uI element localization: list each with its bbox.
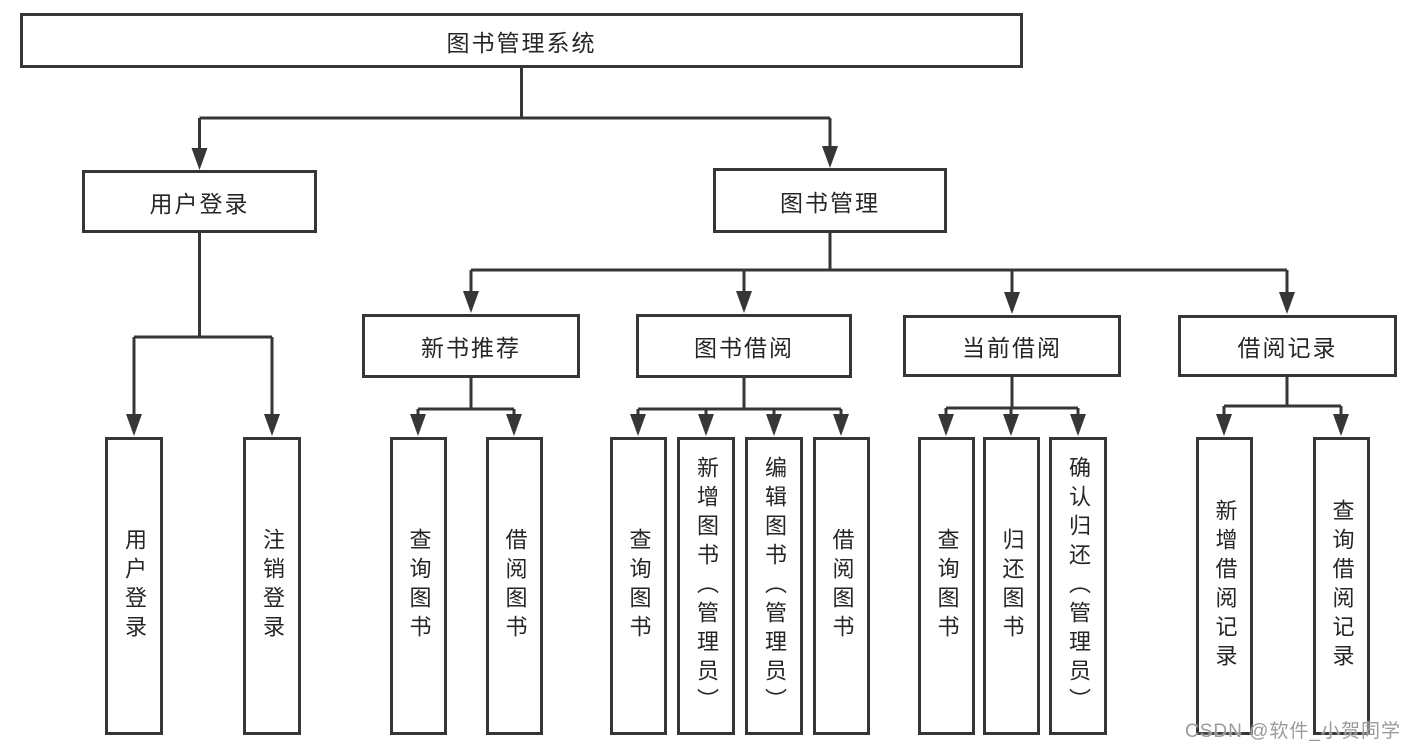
leaf-recommend-query-books: 查询图书	[390, 437, 447, 735]
leaf-borrow-books: 借阅图书	[813, 437, 870, 735]
node-book-borrow-label: 图书借阅	[694, 335, 794, 361]
node-borrow-records-label: 借阅记录	[1237, 335, 1338, 361]
leaf-return-books-label: 归还图书	[999, 528, 1025, 644]
leaf-borrow-query-books-label: 查询图书	[626, 528, 652, 644]
leaf-confirm-return-admin: 确认归还（管理员）	[1049, 437, 1107, 735]
leaf-query-borrow-record: 查询借阅记录	[1313, 437, 1370, 735]
leaf-recommend-borrow-books-label: 借阅图书	[502, 528, 528, 644]
leaf-recommend-query-books-label: 查询图书	[406, 528, 432, 644]
leaf-add-borrow-record-label: 新增借阅记录	[1212, 499, 1238, 673]
leaf-add-borrow-record: 新增借阅记录	[1196, 437, 1253, 735]
leaf-current-query-books-label: 查询图书	[934, 528, 960, 644]
node-book-borrow: 图书借阅	[636, 314, 852, 378]
leaf-user-login: 用户登录	[105, 437, 163, 735]
leaf-logout-label: 注销登录	[260, 528, 285, 644]
node-book-management-label: 图书管理	[780, 189, 880, 216]
node-new-book-recommend: 新书推荐	[362, 314, 580, 378]
leaf-logout: 注销登录	[243, 437, 301, 735]
node-library-system-label: 图书管理系统	[446, 29, 597, 56]
node-borrow-records: 借阅记录	[1178, 315, 1397, 377]
csdn-watermark: CSDN @软件_小贺同学	[1185, 721, 1401, 742]
leaf-borrow-query-books: 查询图书	[610, 437, 667, 735]
leaf-add-books-admin-label: 新增图书（管理员）	[694, 455, 719, 717]
leaf-confirm-return-admin-label: 确认归还（管理员）	[1066, 455, 1091, 717]
node-user-login: 用户登录	[82, 170, 317, 233]
leaf-recommend-borrow-books: 借阅图书	[486, 437, 543, 735]
leaf-add-books-admin: 新增图书（管理员）	[677, 437, 735, 735]
node-current-borrow: 当前借阅	[903, 315, 1121, 377]
leaf-query-borrow-record-label: 查询借阅记录	[1329, 499, 1355, 673]
node-new-book-recommend-label: 新书推荐	[421, 335, 521, 361]
node-current-borrow-label: 当前借阅	[962, 335, 1062, 361]
leaf-edit-books-admin-label: 编辑图书（管理员）	[762, 455, 787, 717]
leaf-return-books: 归还图书	[983, 437, 1040, 735]
leaf-user-login-label: 用户登录	[122, 528, 147, 644]
leaf-borrow-books-label: 借阅图书	[829, 528, 855, 644]
node-book-management: 图书管理	[713, 168, 947, 233]
node-user-login-label: 用户登录	[149, 190, 250, 217]
node-library-system: 图书管理系统	[20, 13, 1023, 68]
leaf-current-query-books: 查询图书	[918, 437, 975, 735]
leaf-edit-books-admin: 编辑图书（管理员）	[745, 437, 803, 735]
